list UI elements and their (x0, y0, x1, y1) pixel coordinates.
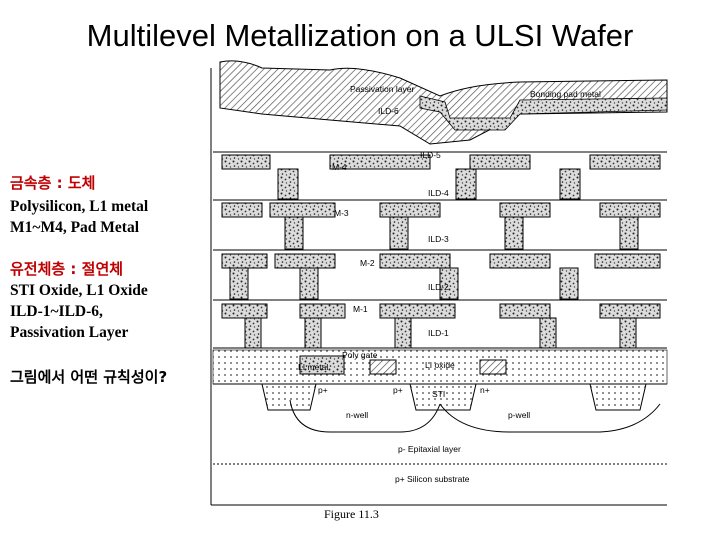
metal-m4 (469, 154, 531, 170)
metal-m1 (499, 303, 551, 319)
via (559, 168, 581, 200)
contact (244, 317, 262, 349)
metal-m4 (589, 154, 661, 170)
metal-m2 (594, 253, 661, 269)
via (229, 267, 249, 300)
label-ild6: ILD-6 (378, 106, 399, 116)
metal-m3 (499, 202, 551, 218)
sti-trench (261, 383, 317, 411)
label-epi: p- Epitaxial layer (398, 444, 461, 454)
metal-m4 (329, 154, 431, 170)
poly-gate (479, 359, 507, 375)
label-p-plus: p+ (393, 385, 403, 395)
label-ild4: ILD-4 (428, 188, 449, 198)
label-m4: M-4 (332, 162, 347, 172)
label-n-well: n-well (346, 410, 368, 420)
label-ild1: ILD-1 (428, 328, 449, 338)
contact (304, 317, 322, 349)
conductor-text: Polysilicon, L1 metal M1~M4, Pad Metal (10, 196, 148, 238)
conductor-heading: 금속층 : 도체 (10, 174, 96, 192)
metal-m4 (221, 154, 271, 170)
slide-title: Multilevel Metallization on a ULSI Wafer (86, 18, 634, 53)
via (619, 216, 639, 250)
metal-m1 (599, 303, 661, 319)
metal-m1 (379, 303, 456, 319)
contact (539, 317, 557, 349)
via (299, 267, 319, 300)
label-ild2: ILD-2 (428, 282, 449, 292)
metal-m2 (274, 253, 336, 269)
sti-trench (409, 383, 477, 411)
via (504, 216, 524, 250)
via (455, 168, 477, 200)
via (389, 216, 409, 250)
dielectric-line: ILD-1~ILD-6, (10, 303, 103, 320)
label-ild5: ILD-5 (420, 150, 441, 160)
label-n-plus: n+ (480, 385, 490, 395)
metal-m3 (379, 202, 441, 218)
metal-m1 (299, 303, 346, 319)
dielectric-line: STI Oxide, L1 Oxide (10, 282, 148, 299)
metal-m2 (221, 253, 268, 269)
conductor-line: M1~M4, Pad Metal (10, 219, 140, 236)
poly-gate (369, 359, 397, 375)
label-substrate: p+ Silicon substrate (395, 474, 470, 484)
conductor-line: Polysilicon, L1 metal (10, 198, 149, 215)
metal-m3 (221, 202, 263, 218)
label-p-plus: p+ (318, 385, 328, 395)
via (559, 267, 579, 300)
label-poly-gate: Poly gate (342, 350, 378, 360)
contact (619, 317, 637, 349)
label-sti: STI (432, 389, 445, 399)
contact (394, 317, 412, 349)
dielectric-line: Passivation Layer (10, 324, 129, 341)
label-m3: M-3 (334, 208, 349, 218)
label-li-oxide: LI oxide (425, 360, 455, 370)
label-p-well: p-well (508, 410, 530, 420)
label-li-metal: LI metal (298, 362, 328, 372)
metal-m2 (379, 253, 451, 269)
metal-m2 (489, 253, 551, 269)
p-well-boundary (439, 403, 661, 433)
label-ild3: ILD-3 (428, 234, 449, 244)
dielectric-heading: 유전체층 : 절연체 (10, 260, 124, 278)
n-well-boundary (289, 399, 441, 433)
via (277, 168, 299, 200)
dielectric-text: STI Oxide, L1 Oxide ILD-1~ILD-6, Passiva… (10, 280, 148, 343)
sti-trench (589, 383, 647, 411)
question-text: 그림에서 어떤 규칙성이? (10, 368, 168, 386)
label-m1: M-1 (353, 304, 368, 314)
metal-m3 (269, 202, 336, 218)
label-passivation: Passivation layer (350, 84, 414, 94)
figure-caption: Figure 11.3 (324, 507, 379, 521)
via (284, 216, 304, 250)
metal-m3 (599, 202, 661, 218)
bonding-pad-metal (419, 95, 668, 131)
label-bonding-pad: Bonding pad metal (530, 89, 601, 99)
metal-m1 (221, 303, 268, 319)
label-m2: M-2 (360, 258, 375, 268)
via (439, 267, 459, 300)
li-oxide-layer (212, 349, 668, 385)
li-metal (299, 355, 345, 375)
